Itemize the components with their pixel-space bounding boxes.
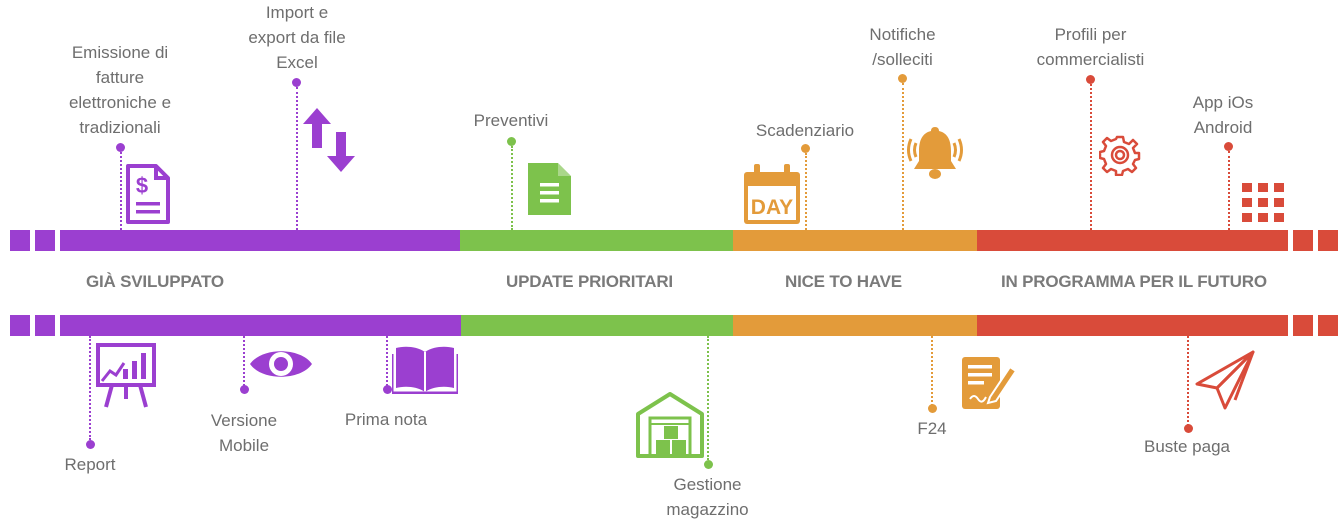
milestone-label-import-export: Import e export da file Excel [248, 3, 346, 72]
milestone-stem-mobile-apps [1228, 151, 1230, 230]
eye-icon [250, 351, 312, 377]
milestone-dot-f24 [928, 404, 937, 413]
milestone-label-quotes: Preventivi [473, 111, 549, 130]
calendar-day-text: DAY [751, 196, 793, 219]
phase-label-future-plans: IN PROGRAMMA PER IL FUTURO [1001, 272, 1267, 291]
document-icon [528, 163, 571, 215]
top-bar-purple [60, 230, 460, 251]
invoice-icon: $ [126, 164, 170, 224]
milestone-stem-f24 [931, 336, 933, 406]
svg-text:$: $ [136, 173, 148, 198]
app-grid-icon [1242, 183, 1284, 222]
milestone-dot-payslips [1184, 424, 1193, 433]
milestone-stem-notifications [902, 83, 904, 230]
milestone-label-mobile-apps: App iOs Android [1192, 93, 1254, 137]
milestone-dot-notifications [898, 74, 907, 83]
milestone-label-warehouse: Gestione magazzino [666, 475, 749, 519]
milestone-stem-warehouse [707, 336, 709, 460]
milestone-label-report: Report [64, 455, 116, 474]
milestone-label-f24: F24 [917, 419, 947, 438]
milestone-stem-payslips [1187, 336, 1189, 426]
milestone-label-mobile-version: Versione Mobile [210, 411, 278, 455]
bell-icon [907, 127, 963, 179]
bottom-bar-red-stub-2 [1318, 315, 1338, 336]
milestone-label-accountant-profiles: Profili per commercialisti [1036, 25, 1145, 69]
milestone-stem-quotes [511, 146, 513, 230]
milestone-label-notifications: Notifiche /solleciti [869, 25, 936, 69]
top-bar-red-stub-2 [1318, 230, 1338, 251]
milestone-stem-report [89, 336, 91, 440]
bottom-bar-green [461, 315, 733, 336]
milestone-stem-accountant-profiles [1090, 84, 1092, 230]
calendar-day-icon: DAY [744, 164, 800, 224]
milestone-stem-schedule [805, 153, 807, 230]
presentation-chart-icon [96, 343, 156, 408]
bottom-bar-purple-stub-1 [10, 315, 30, 336]
milestone-dot-first-note [383, 385, 392, 394]
milestone-label-payslips: Buste paga [1143, 437, 1230, 456]
bottom-bar-purple [60, 315, 461, 336]
milestone-stem-invoices [120, 152, 122, 230]
bottom-bar-red-stub-1 [1293, 315, 1313, 336]
milestone-dot-quotes [507, 137, 516, 146]
bottom-bar-purple-stub-2 [35, 315, 55, 336]
bottom-bar-orange [733, 315, 977, 336]
up-down-arrows-icon [303, 108, 355, 172]
milestone-dot-mobile-apps [1224, 142, 1233, 151]
milestone-dot-report [86, 440, 95, 449]
milestone-label-first-note: Prima nota [344, 410, 428, 429]
milestone-dot-warehouse [704, 460, 713, 469]
form-edit-icon [962, 357, 1018, 409]
milestone-dot-mobile-version [240, 385, 249, 394]
top-bar-green [460, 230, 733, 251]
top-bar-red-stub-1 [1293, 230, 1313, 251]
top-bar-purple-stub-2 [35, 230, 55, 251]
paper-plane-icon [1195, 350, 1255, 410]
top-bar-red [977, 230, 1288, 251]
milestone-label-schedule: Scadenziario [755, 121, 855, 140]
book-icon [392, 346, 458, 394]
gear-icon [1099, 135, 1141, 176]
milestone-dot-invoices [116, 143, 125, 152]
phase-label-already-developed: GIÀ SVILUPPATO [86, 272, 224, 291]
milestone-dot-import-export [292, 78, 301, 87]
top-bar-orange [733, 230, 977, 251]
phase-label-priority-updates: UPDATE PRIORITARI [506, 272, 673, 291]
top-bar-purple-stub-1 [10, 230, 30, 251]
milestone-dot-schedule [801, 144, 810, 153]
milestone-dot-accountant-profiles [1086, 75, 1095, 84]
phase-label-nice-to-have: NICE TO HAVE [785, 272, 902, 291]
milestone-stem-import-export [296, 87, 298, 230]
milestone-stem-mobile-version [243, 336, 245, 386]
warehouse-icon [636, 392, 704, 458]
bottom-bar-red [977, 315, 1288, 336]
milestone-stem-first-note [386, 336, 388, 386]
milestone-label-invoices: Emissione di fatture elettroniche e trad… [68, 43, 172, 137]
